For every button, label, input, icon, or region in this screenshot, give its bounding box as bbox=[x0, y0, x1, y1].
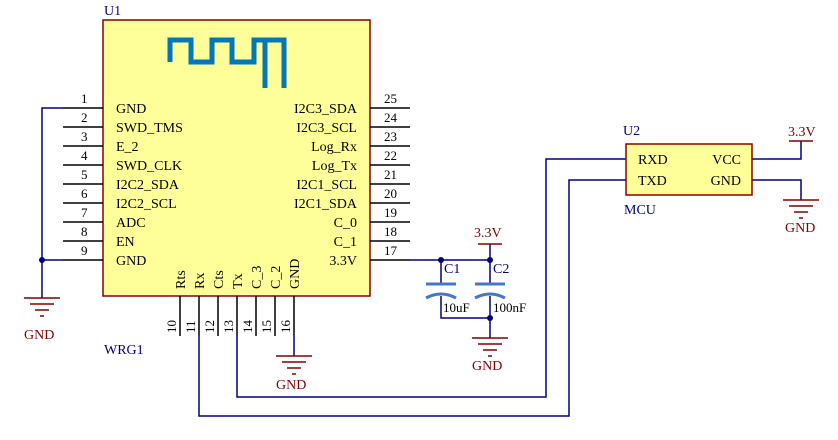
pin-name: GND bbox=[116, 102, 146, 117]
c2-value: 100nF bbox=[493, 300, 526, 315]
pin-number: 6 bbox=[81, 186, 88, 201]
pin-name: E_2 bbox=[116, 140, 139, 155]
u1-bottom-pins: 10 11 12 13 14 15 16 Rts Rx Cts Tx C_3 C… bbox=[164, 259, 303, 336]
u1-designator: U1 bbox=[104, 4, 121, 19]
wire-tx-rxd[interactable] bbox=[236, 158, 626, 398]
gnd-label: GND bbox=[785, 221, 815, 236]
capacitor-c2[interactable]: C2 100nF bbox=[474, 262, 526, 315]
junction-dot bbox=[438, 257, 444, 263]
pin-number: 16 bbox=[278, 320, 293, 334]
mcu-pin-name: TXD bbox=[638, 174, 667, 189]
wire-cap-gnd[interactable] bbox=[440, 296, 490, 319]
pin-number: 21 bbox=[384, 167, 397, 182]
u2-body[interactable] bbox=[625, 143, 753, 196]
pin-number: 24 bbox=[384, 110, 398, 125]
capacitor-c1[interactable]: C1 10uF bbox=[425, 262, 470, 315]
u1-body[interactable] bbox=[102, 19, 371, 297]
gnd-symbol-bottom bbox=[276, 355, 312, 375]
pin-number: 5 bbox=[81, 167, 88, 182]
junction-dot bbox=[487, 257, 493, 263]
vcc-label: 3.3V bbox=[788, 125, 816, 140]
pin-number: 10 bbox=[164, 320, 179, 333]
pin-name: Log_Rx bbox=[311, 140, 357, 155]
pin-number: 1 bbox=[81, 91, 88, 106]
wire-mcu-vcc[interactable] bbox=[752, 141, 802, 160]
pin-number: 19 bbox=[384, 205, 397, 220]
capacitor-plate bbox=[425, 292, 457, 300]
pin-number: 23 bbox=[384, 129, 397, 144]
pin-name: I2C1_SCL bbox=[296, 178, 357, 193]
gnd-label: GND bbox=[276, 378, 306, 393]
gnd-symbol-left bbox=[24, 297, 60, 317]
pin-number: 14 bbox=[240, 320, 255, 334]
pin-number: 9 bbox=[81, 243, 88, 258]
pin-number: 7 bbox=[81, 205, 88, 220]
pin-name: C_2 bbox=[269, 266, 284, 289]
pin-number: 13 bbox=[221, 320, 236, 333]
wire-mcu-gnd[interactable] bbox=[752, 179, 802, 200]
junction-dot bbox=[487, 315, 493, 321]
pin-name: Cts bbox=[212, 270, 227, 289]
pin-name: I2C2_SCL bbox=[116, 197, 177, 212]
pin-number: 2 bbox=[81, 110, 88, 125]
u2-designator: U2 bbox=[623, 124, 640, 139]
pin-name: Rx bbox=[193, 273, 208, 289]
pin-name: GND bbox=[288, 259, 303, 289]
pin-number: 25 bbox=[384, 91, 397, 106]
junction-dot bbox=[39, 257, 45, 263]
antenna-icon bbox=[167, 37, 287, 88]
pin-name: C_3 bbox=[250, 266, 265, 289]
u1-footer-label: WRG1 bbox=[104, 343, 144, 358]
pin-name: EN bbox=[116, 235, 135, 250]
mcu-pin-name: VCC bbox=[712, 153, 741, 168]
vcc-symbol-caps: 3.3V bbox=[474, 226, 502, 245]
pin-name: I2C1_SDA bbox=[294, 197, 358, 212]
vcc-symbol-mcu: 3.3V bbox=[788, 125, 816, 142]
pin-number: 8 bbox=[81, 224, 88, 239]
pin-name: Log_Tx bbox=[312, 159, 357, 174]
u1-right-pins: 25 24 23 22 21 20 19 18 17 I2C3_SDA I2C3… bbox=[294, 91, 410, 269]
mcu-pin-name: GND bbox=[711, 174, 741, 189]
wire-rx-txd[interactable] bbox=[198, 179, 626, 417]
c2-designator: C2 bbox=[493, 262, 509, 277]
pin-number: 22 bbox=[384, 148, 397, 163]
mcu-pin-name: RXD bbox=[638, 153, 668, 168]
pin-name: ADC bbox=[116, 216, 146, 231]
gnd-label: GND bbox=[472, 359, 502, 374]
wires bbox=[41, 107, 802, 417]
pin-number: 15 bbox=[259, 320, 274, 333]
pin-number: 3 bbox=[81, 129, 88, 144]
gnd-symbol-caps bbox=[472, 337, 508, 357]
pin-name: I2C2_SDA bbox=[116, 178, 180, 193]
wire-gnd-left[interactable] bbox=[41, 107, 63, 298]
vcc-label: 3.3V bbox=[474, 226, 502, 241]
capacitor-plate bbox=[474, 292, 506, 300]
pin-number: 18 bbox=[384, 224, 397, 239]
c1-designator: C1 bbox=[444, 262, 460, 277]
u1-left-pins: 1 2 3 4 5 6 7 8 9 GND SWD_TMS E_2 SWD_CL… bbox=[63, 91, 183, 269]
pin-name: C_1 bbox=[334, 235, 357, 250]
pin-name: Tx bbox=[231, 273, 246, 289]
gnd-symbol-mcu bbox=[783, 199, 819, 219]
pin-name: I2C3_SCL bbox=[296, 121, 357, 136]
pin-name: I2C3_SDA bbox=[294, 102, 358, 117]
pin-name: Rts bbox=[174, 270, 189, 289]
gnd-label: GND bbox=[24, 328, 54, 343]
pin-name: SWD_TMS bbox=[116, 121, 183, 136]
pin-name: GND bbox=[116, 254, 146, 269]
pin-number: 17 bbox=[384, 243, 398, 258]
pin-number: 11 bbox=[183, 320, 198, 333]
u2-footer-label: MCU bbox=[624, 203, 656, 218]
pin-name: 3.3V bbox=[329, 254, 357, 269]
pin-name: SWD_CLK bbox=[116, 159, 182, 174]
pin-number: 12 bbox=[202, 320, 217, 333]
pin-number: 20 bbox=[384, 186, 397, 201]
pin-name: C_0 bbox=[334, 216, 357, 231]
c1-value: 10uF bbox=[443, 300, 470, 315]
pin-number: 4 bbox=[81, 148, 88, 163]
